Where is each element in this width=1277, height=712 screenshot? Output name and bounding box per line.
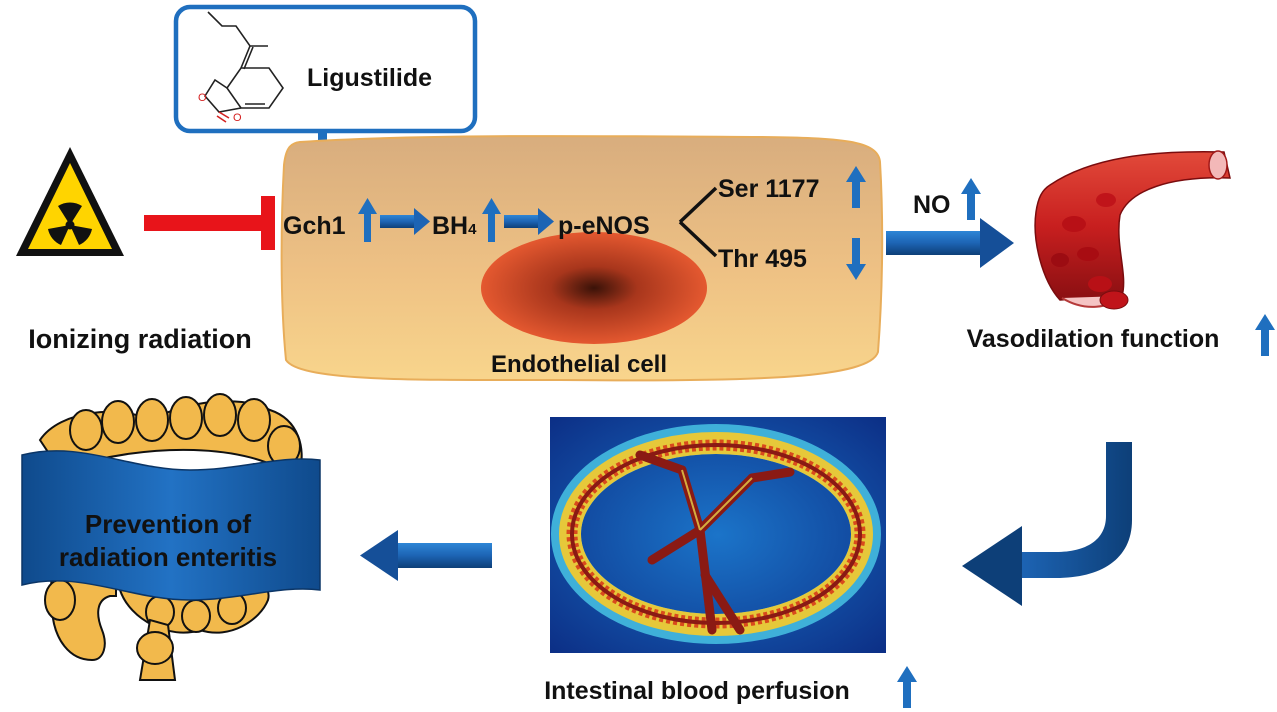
gch1-up-arrow <box>358 198 377 242</box>
bh4-label: BH4 <box>432 212 477 240</box>
no-up-arrow <box>961 178 981 220</box>
enos-branch-lines <box>678 186 718 258</box>
perfusion-image <box>550 417 886 653</box>
perfusion-label: Intestinal blood perfusion <box>544 677 850 705</box>
ser-up-arrow <box>846 166 866 208</box>
perfusion-up-arrow <box>897 666 917 708</box>
curved-down-left-arrow <box>962 442 1132 606</box>
thr-down-arrow <box>846 238 866 280</box>
ionizing-radiation-label: Ionizing radiation <box>28 324 252 354</box>
banner-line-1: Prevention of <box>85 509 251 539</box>
endothelial-cell-label: Endothelial cell <box>491 351 667 378</box>
ring-oxygen-label: O <box>198 92 207 104</box>
ligustilide-label: Ligustilide <box>307 64 432 92</box>
gch1-to-bh4-arrow <box>380 208 430 235</box>
blood-vessel-icon <box>1034 150 1231 310</box>
nucleus <box>481 232 707 344</box>
radiation-hazard-icon <box>16 147 124 256</box>
bh4-up-arrow <box>482 198 501 242</box>
ligustilide-box: O O Ligustilide <box>173 4 478 134</box>
carbonyl-oxygen-label: O <box>233 112 242 124</box>
vasodilation-label: Vasodilation function <box>967 325 1220 353</box>
ser-1177-label: Ser 1177 <box>718 175 820 203</box>
gch1-label: Gch1 <box>283 212 346 240</box>
vaso-up-arrow <box>1255 314 1275 356</box>
radiation-inhibition-line <box>144 196 275 250</box>
ligustilide-structure <box>204 11 284 123</box>
p-enos-label: p-eNOS <box>558 212 650 240</box>
bh4-to-enos-arrow <box>504 208 554 235</box>
perfusion-to-intestine-arrow <box>360 530 492 581</box>
no-label: NO <box>913 191 951 219</box>
banner-line-2: radiation enteritis <box>59 542 277 572</box>
endothelial-cell: Endothelial cell <box>280 135 884 382</box>
banner: Prevention of radiation enteritis <box>21 450 321 601</box>
cell-to-vessel-arrow <box>886 218 1014 268</box>
thr-495-label: Thr 495 <box>718 245 807 273</box>
